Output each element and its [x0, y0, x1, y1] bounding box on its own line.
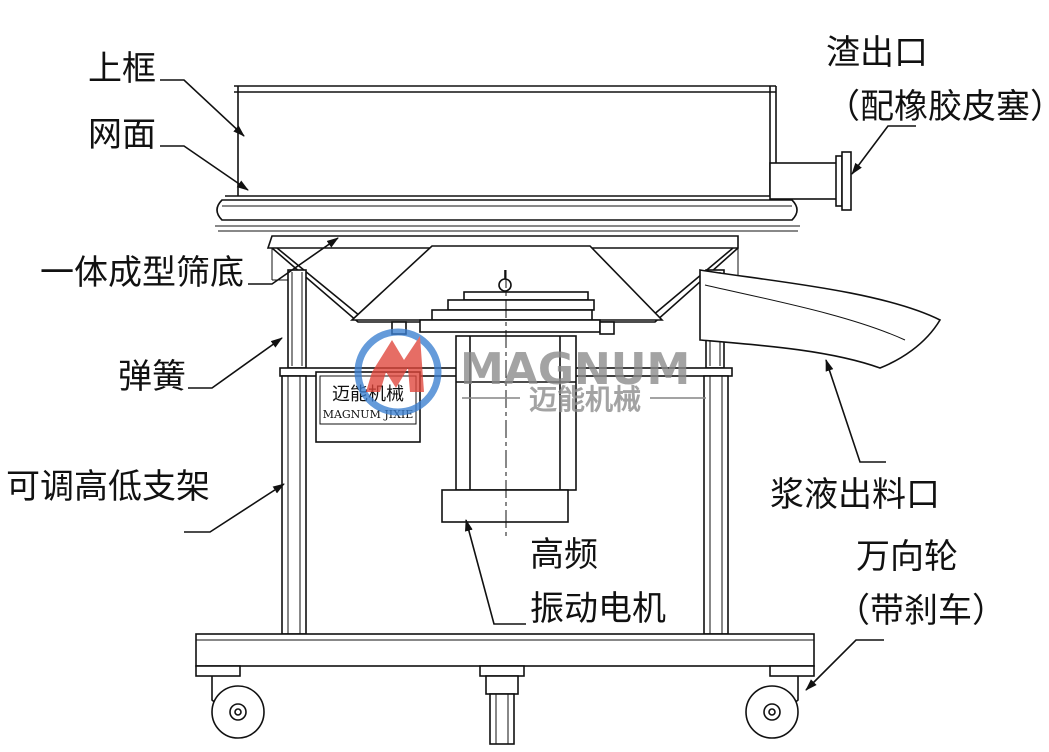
caster-right — [745, 665, 815, 739]
brand-watermark: MAGNUM 迈能机械 — [354, 328, 706, 416]
screen-mesh-ring — [215, 199, 800, 232]
label-adjustable-stand: 可调高低支架 — [6, 467, 210, 507]
watermark-brand: MAGNUM — [460, 344, 690, 395]
caster-middle — [479, 665, 525, 745]
leader-motor — [464, 519, 526, 625]
spring-left — [287, 269, 307, 369]
leader-screen-mesh — [160, 145, 249, 191]
nameplate: 迈能机械 MAGNUM JIXIE — [315, 371, 421, 443]
label-upper-frame: 上框 — [88, 49, 156, 89]
leader-slag-outlet — [851, 125, 916, 175]
watermark-cn: 迈能机械 — [529, 383, 641, 416]
label-slag-outlet-note: （配橡胶皮塞） — [826, 87, 1049, 127]
label-integral-bottom: 一体成型筛底 — [40, 253, 244, 293]
brand-logo-icon — [354, 328, 442, 416]
stand-leg-right — [703, 375, 729, 635]
leader-stand — [184, 483, 285, 533]
slurry-outlet-pipe — [699, 269, 942, 369]
leader-upper-frame — [160, 79, 245, 137]
label-slag-outlet: 渣出口 — [826, 33, 928, 73]
machine-drawing: 迈能机械 MAGNUM JIXIE — [195, 85, 942, 745]
base-frame — [195, 633, 815, 667]
leader-integral-bottom — [248, 237, 339, 285]
label-slurry-outlet: 浆液出料口 — [770, 475, 940, 515]
label-motor-line1: 高频 — [530, 535, 598, 575]
label-spring: 弹簧 — [118, 357, 186, 397]
leader-slurry-outlet — [825, 359, 886, 463]
stand-leg-left — [281, 375, 307, 635]
labels: 上框 网面 渣出口 （配橡胶皮塞） 一体成型筛底 弹簧 可调高低支架 浆液出料口… — [6, 33, 1049, 631]
leader-spring — [188, 337, 283, 389]
upper-frame — [225, 85, 790, 197]
leader-caster — [805, 639, 884, 691]
caster-left — [195, 665, 265, 739]
label-caster-line1: 万向轮 — [856, 537, 958, 577]
slag-outlet-pipe — [769, 151, 852, 211]
leader-lines — [160, 79, 916, 691]
vibration-motor — [441, 270, 577, 540]
label-motor-line2: 振动电机 — [530, 589, 666, 629]
label-caster-line2: （带刹车） — [836, 591, 1006, 631]
label-screen-mesh: 网面 — [88, 115, 156, 155]
